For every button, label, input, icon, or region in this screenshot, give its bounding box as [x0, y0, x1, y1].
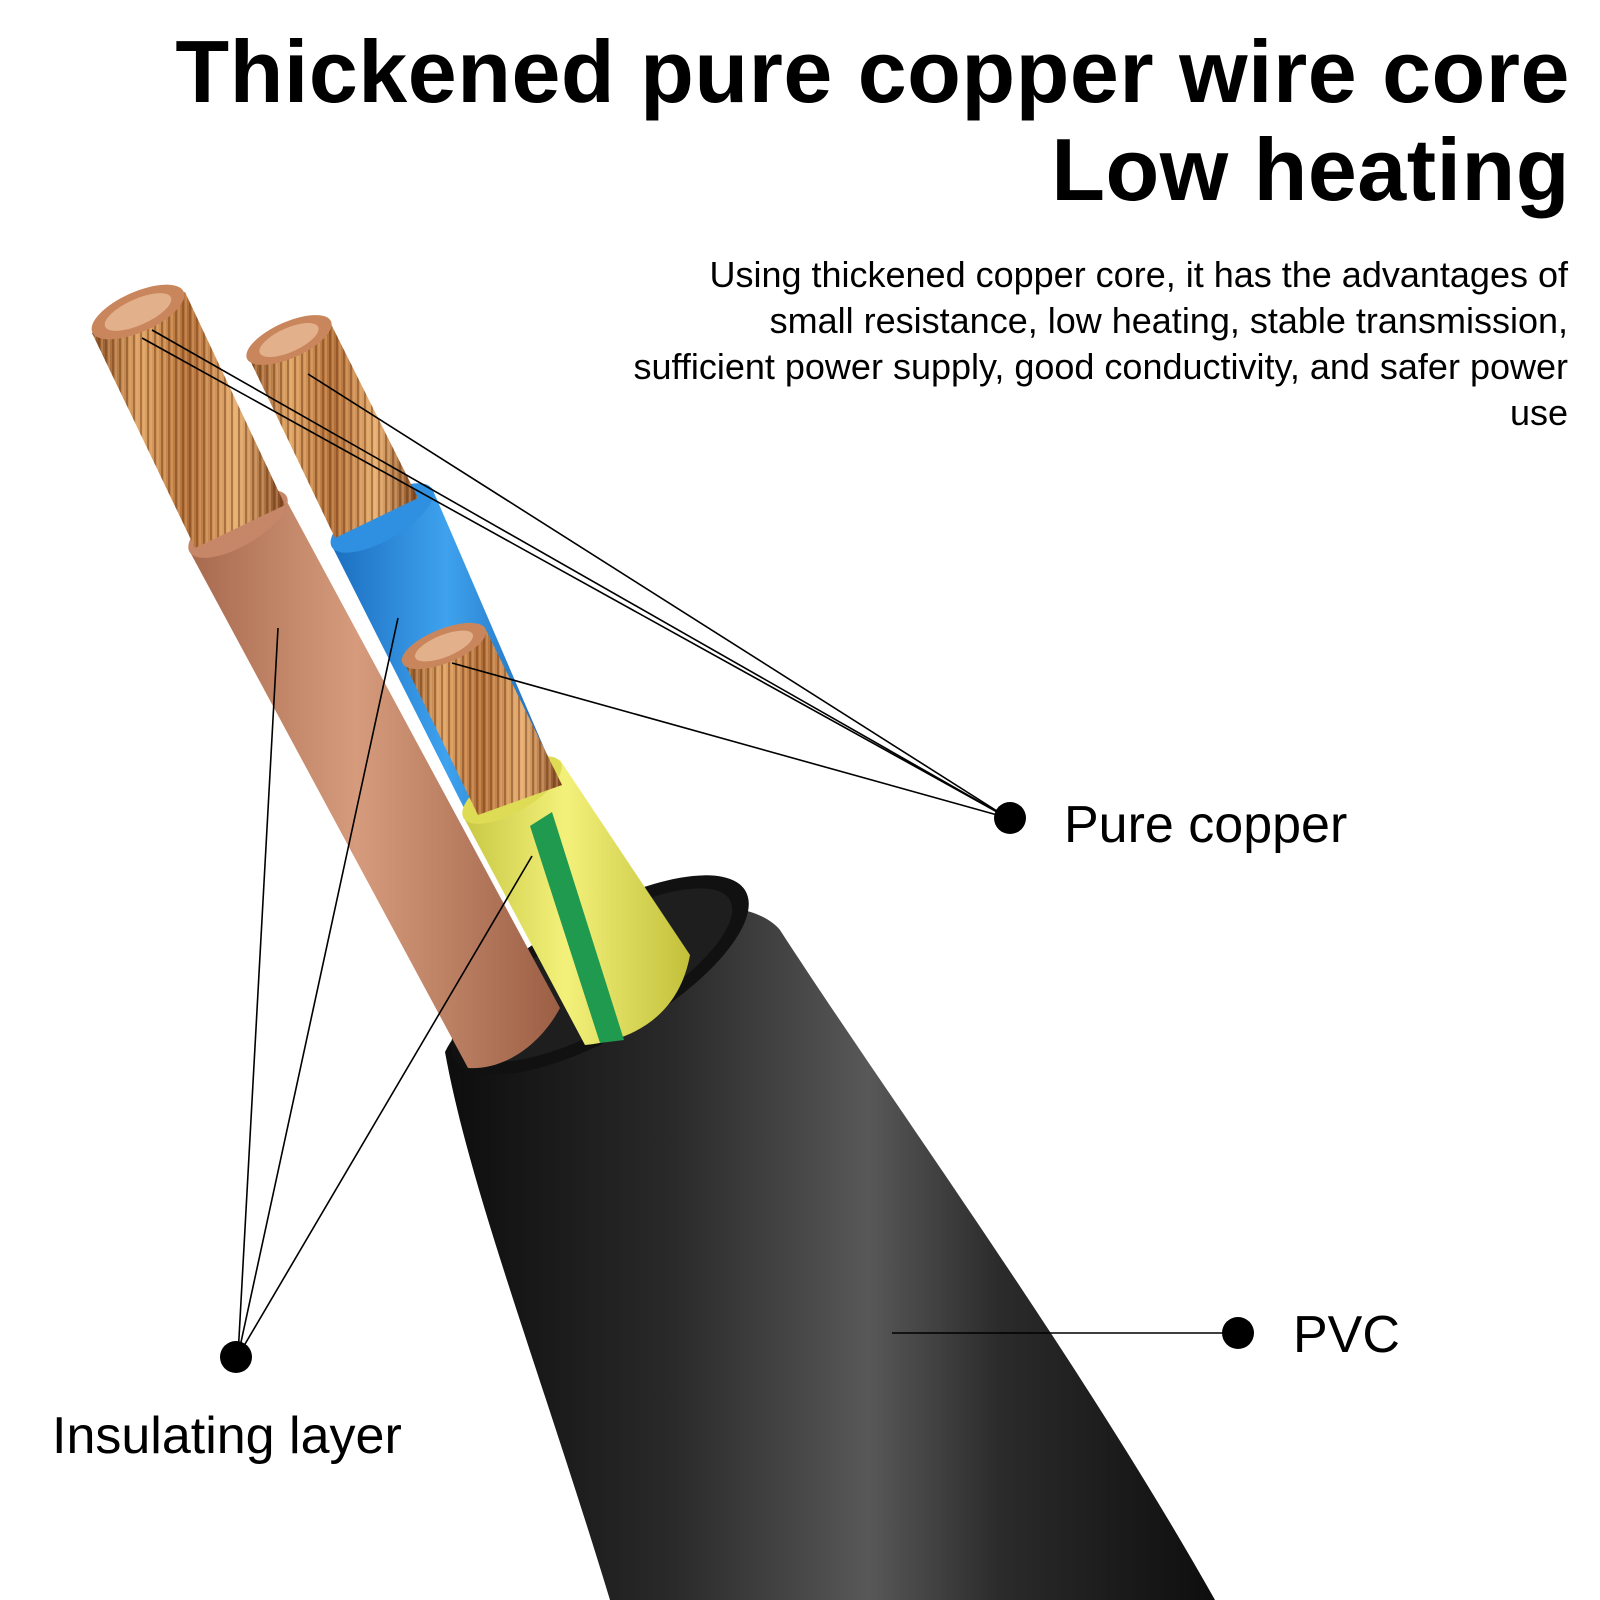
pure-copper-marker-dot-icon	[994, 802, 1026, 834]
copper-core-blue	[246, 315, 418, 538]
insulating-layer-callout-lines	[237, 617, 533, 1357]
pvc-label: PVC	[1293, 1306, 1400, 1364]
pvc-marker-dot-icon	[1222, 1317, 1254, 1349]
copper-core-brown	[91, 284, 285, 548]
insulating-layer-marker-dot-icon	[220, 1341, 252, 1373]
headline-line-1: Thickened pure copper wire core	[175, 22, 1570, 121]
headline-line-2: Low heating	[1051, 120, 1570, 219]
pure-copper-callout-lines	[141, 329, 1009, 819]
insulating-layer-label: Insulating layer	[52, 1407, 402, 1465]
copper-core-earth	[401, 622, 562, 815]
pure-copper-label: Pure copper	[1064, 796, 1348, 854]
product-description: Using thickened copper core, it has the …	[633, 254, 1568, 433]
